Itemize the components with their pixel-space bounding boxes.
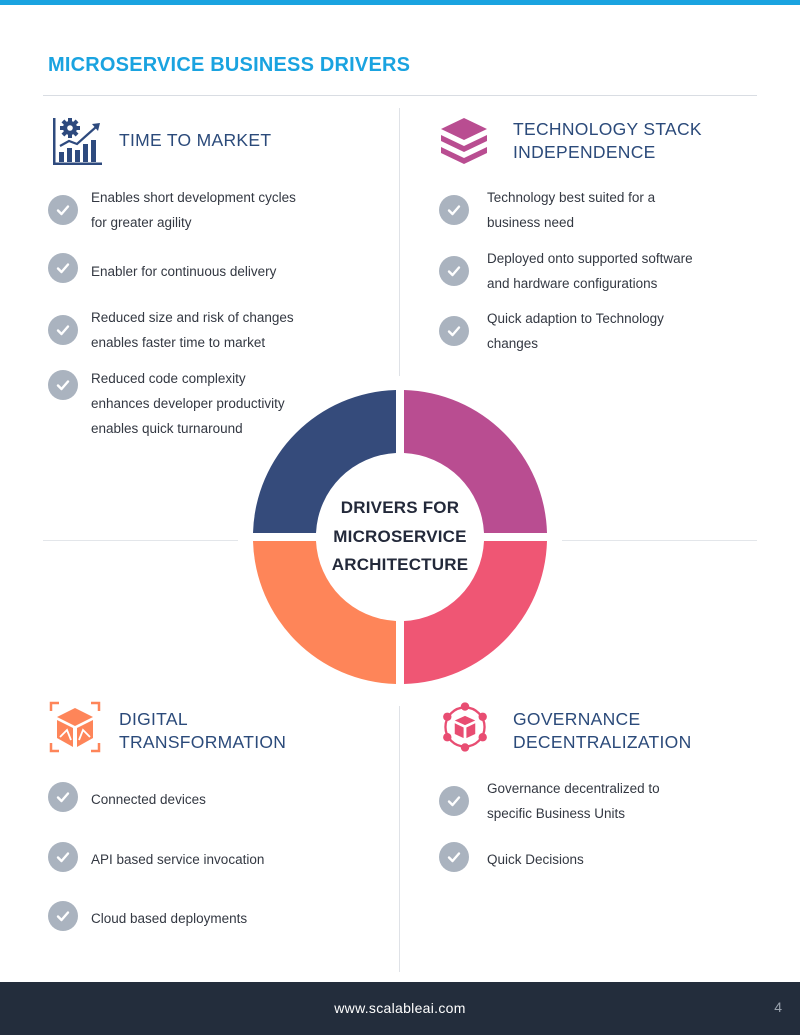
footer: www.scalableai.com 4 [0, 982, 800, 1035]
horizontal-divider-left [43, 540, 238, 541]
check-icon [48, 781, 78, 812]
list-item: Enabler for continuous delivery [48, 251, 276, 284]
check-icon [439, 195, 469, 225]
check-icon [439, 786, 469, 816]
layers-stack-icon [441, 118, 487, 164]
check-icon [439, 841, 469, 872]
check-icon [48, 195, 78, 225]
list-item: Cloud based deployments [48, 900, 247, 931]
list-item: Connected devices [48, 781, 206, 812]
check-icon [48, 252, 78, 283]
list-item: Technology best suited for a business ne… [439, 185, 655, 235]
section-heading: TIME TO MARKET [119, 130, 272, 150]
donut-center-label: DRIVERS FOR MICROSERVICE ARCHITECTURE [331, 498, 469, 574]
vertical-divider-top [399, 108, 400, 376]
vertical-divider-bottom [399, 706, 400, 972]
page-title: MICROSERVICE BUSINESS DRIVERS [48, 54, 411, 76]
horizontal-divider-right [562, 540, 757, 541]
donut-segment-magenta [404, 390, 547, 533]
list-item: Deployed onto supported software and har… [439, 246, 693, 296]
footer-website-link[interactable]: www.scalableai.com [334, 1000, 466, 1016]
check-icon [439, 256, 469, 286]
list-item: Governance decentralized to specific Bus… [439, 776, 660, 826]
check-icon [48, 370, 78, 400]
donut-segment-navy [253, 390, 396, 533]
title-divider [43, 95, 757, 96]
page-number: 4 [774, 999, 782, 1015]
check-icon [48, 841, 78, 872]
section-heading: GOVERNANCE DECENTRALIZATION [513, 709, 692, 752]
check-icon [48, 900, 78, 931]
list-item: Reduced size and risk of changes enables… [48, 305, 294, 355]
section-heading: TECHNOLOGY STACK INDEPENDENCE [513, 119, 702, 162]
donut-segment-orange [253, 541, 396, 684]
check-icon [439, 316, 469, 346]
list-item: Quick Decisions [439, 841, 584, 872]
top-accent-bar [0, 0, 800, 5]
section-heading: DIGITAL TRANSFORMATION [119, 709, 287, 752]
donut-segment-pink [404, 541, 547, 684]
list-item: Quick adaption to Technology changes [439, 306, 664, 356]
list-item: Enables short development cycles for gre… [48, 185, 296, 235]
check-icon [48, 315, 78, 345]
drivers-donut [253, 390, 547, 684]
list-item: Reduced code complexity enhances develop… [48, 366, 285, 441]
bar-chart-gear-icon [53, 118, 102, 165]
list-item: API based service invocation [48, 841, 264, 872]
network-cube-icon [443, 702, 487, 752]
cube-frame-icon [49, 701, 101, 753]
